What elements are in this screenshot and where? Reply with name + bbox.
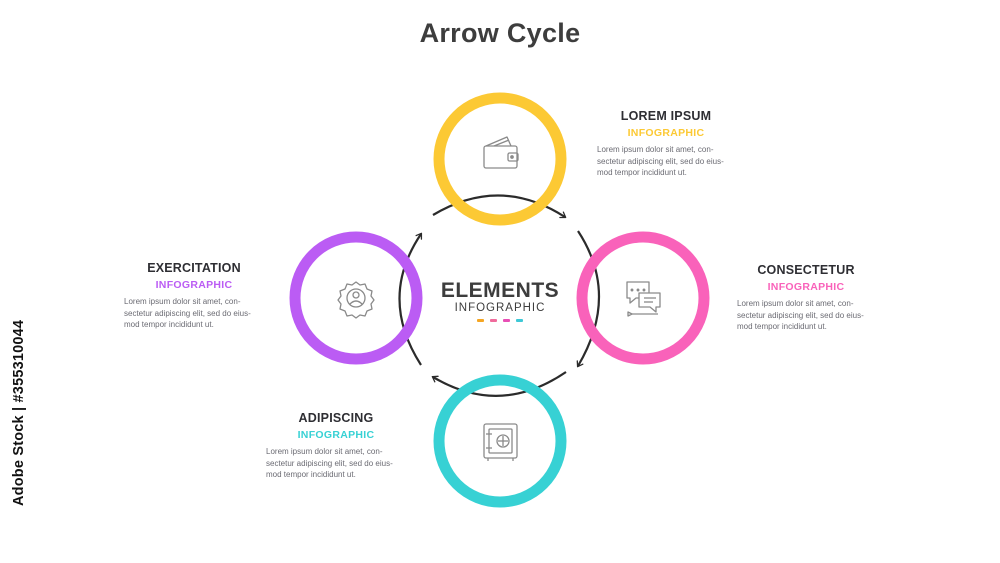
text-block-bottom: ADIPISCING INFOGRAPHIC Lorem ipsum dolor…: [266, 411, 406, 481]
block-subheading: INFOGRAPHIC: [627, 127, 705, 139]
block-subheading: INFOGRAPHIC: [297, 429, 375, 441]
block-body: Lorem ipsum dolor sit amet, con- sectetu…: [124, 297, 251, 329]
block-heading: CONSECTETUR: [757, 263, 855, 277]
block-heading: ADIPISCING: [298, 411, 374, 425]
block-subheading: INFOGRAPHIC: [155, 279, 233, 291]
color-dot: [477, 319, 484, 322]
center-subtitle: INFOGRAPHIC: [454, 302, 546, 314]
arrow-left-to-top: [398, 232, 423, 366]
arrow-right-to-bottom: [576, 230, 600, 368]
safe-icon: [483, 423, 518, 461]
ring-left: [289, 231, 423, 365]
chat-bubbles-icon: [626, 281, 661, 317]
stock-credit: Adobe Stock | #355310044: [11, 320, 31, 506]
color-dot: [503, 319, 510, 322]
ring-top: [433, 92, 567, 226]
color-dot: [490, 319, 497, 322]
badge-user-icon: [337, 281, 375, 319]
block-heading: LOREM IPSUM: [620, 109, 712, 123]
ring-bottom: [433, 374, 567, 508]
stock-credit-text: Adobe Stock | #355310044: [11, 319, 27, 506]
color-dot: [516, 319, 523, 322]
text-block-top: LOREM IPSUM INFOGRAPHIC Lorem ipsum dolo…: [597, 109, 747, 179]
block-body: Lorem ipsum dolor sit amet, con- sectetu…: [597, 145, 724, 177]
ring-right: [576, 231, 710, 365]
center-label: ELEMENTS INFOGRAPHIC: [430, 280, 570, 322]
text-block-left: EXERCITATION INFOGRAPHIC Lorem ipsum dol…: [124, 261, 264, 331]
arrow-top-to-right: [432, 194, 567, 219]
block-heading: EXERCITATION: [147, 261, 241, 275]
block-body: Lorem ipsum dolor sit amet, con- sectetu…: [266, 447, 393, 479]
block-subheading: INFOGRAPHIC: [767, 281, 845, 293]
arrow-bottom-to-left: [431, 371, 567, 397]
center-main-title: ELEMENTS: [440, 279, 560, 302]
wallet-icon: [483, 136, 519, 169]
block-body: Lorem ipsum dolor sit amet, con- sectetu…: [737, 299, 864, 331]
page-title: Arrow Cycle: [419, 18, 581, 48]
text-block-right: CONSECTETUR INFOGRAPHIC Lorem ipsum dolo…: [737, 263, 887, 333]
color-dots: [430, 319, 570, 322]
